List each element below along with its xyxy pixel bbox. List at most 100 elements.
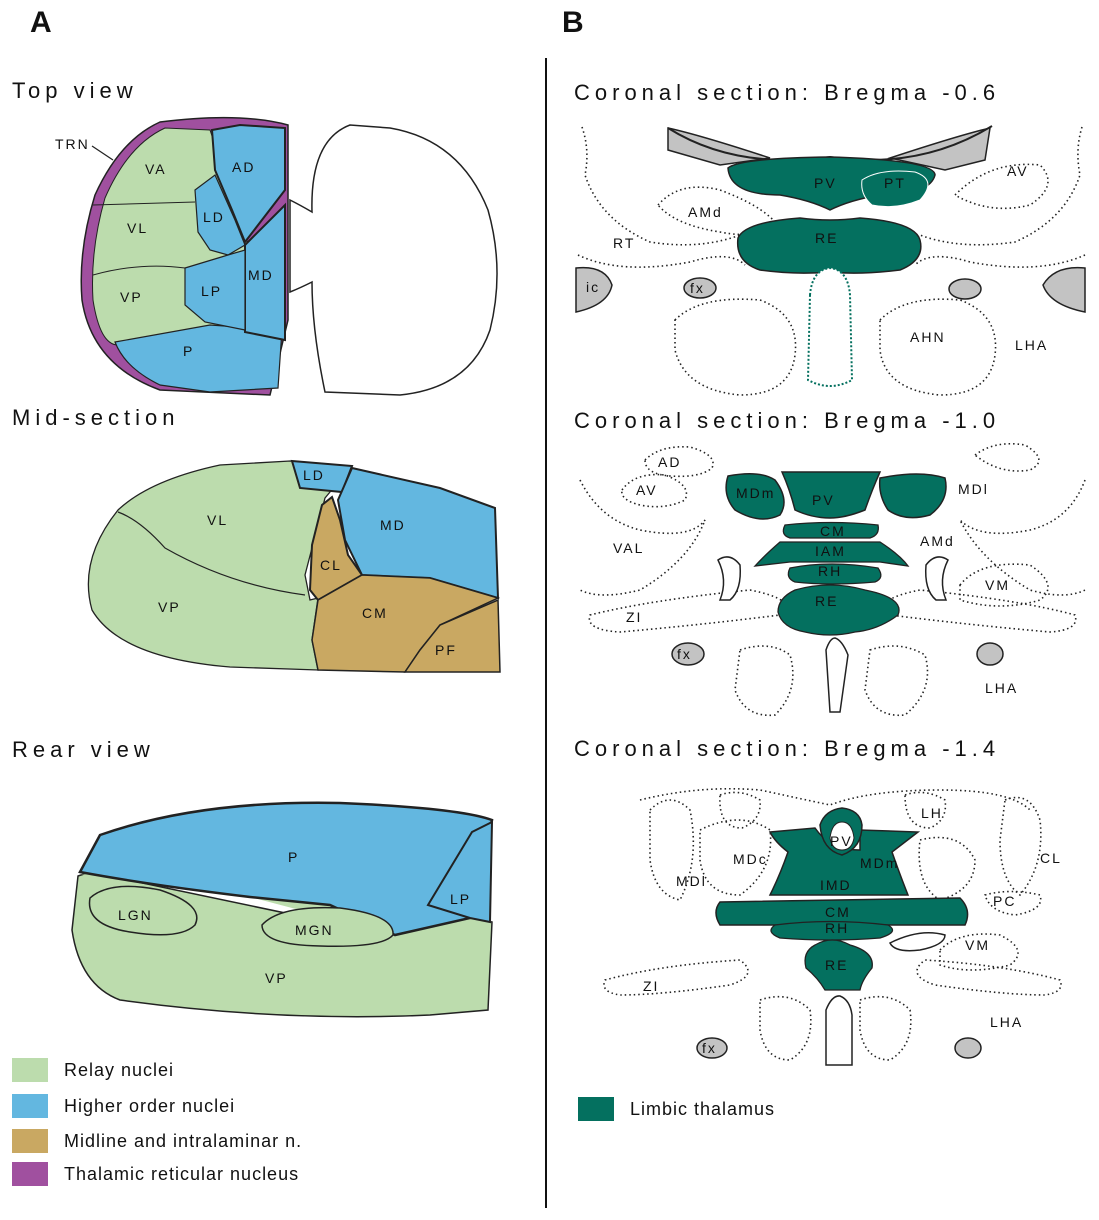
legend-trn-swatch	[12, 1162, 48, 1186]
lha-b1-label: LHA	[1015, 337, 1048, 353]
legend-midline-swatch	[12, 1129, 48, 1153]
zi-b3-outline	[604, 960, 748, 995]
legend-limbic-label: Limbic thalamus	[630, 1099, 775, 1120]
mdl-b3-label: MDl	[676, 873, 707, 889]
mdl-b2-label: MDl	[958, 481, 989, 497]
amd-b2-label: AMd	[920, 533, 955, 549]
third-ventricle-b2	[826, 638, 848, 712]
p-label: P	[183, 343, 194, 359]
vl-mid-label: VL	[207, 512, 228, 528]
vp-mid-label: VP	[158, 599, 181, 615]
pv-b3-label: PV	[830, 833, 853, 849]
vp-rear-label: VP	[265, 970, 288, 986]
re-b2-label: RE	[815, 593, 838, 609]
ahn-left-outline	[675, 299, 796, 395]
rh-b3-label: RH	[825, 920, 849, 936]
bregma-06-diagram: PV PT AV AMd RT RE ic fx AHN LHA	[576, 126, 1085, 395]
pv-b2-label: PV	[812, 492, 835, 508]
legend-midline-label: Midline and intralaminar n.	[64, 1131, 302, 1152]
md-mid-label: MD	[380, 517, 406, 533]
top-view-diagram: TRN VA AD VL LD MD VP LP P	[55, 118, 497, 395]
rear-view-diagram: P LP LGN MGN VP	[72, 803, 492, 1017]
cm-b3-label: CM	[825, 904, 851, 920]
outline-top-b3	[640, 789, 1030, 810]
cl-mid-label: CL	[320, 557, 342, 573]
cm-mid-label: CM	[362, 605, 388, 621]
fx-right-b3	[955, 1038, 981, 1058]
legend-relay-swatch	[12, 1058, 48, 1082]
ad-b2-label: AD	[658, 454, 681, 470]
legend-trn-label: Thalamic reticular nucleus	[64, 1164, 299, 1185]
third-ventricle-b1	[808, 268, 852, 386]
md-label: MD	[248, 267, 274, 283]
legend-higher-order-swatch	[12, 1094, 48, 1118]
vl-label: VL	[127, 220, 148, 236]
lp-label: LP	[201, 283, 222, 299]
ad-label: AD	[232, 159, 255, 175]
mdl-b2-region	[880, 474, 946, 518]
mid-section-diagram: LD VL MD CL VP CM PF	[88, 461, 500, 672]
vp-label: VP	[120, 289, 143, 305]
zi-right-b2-outline	[884, 590, 1075, 632]
vm-b3-label: VM	[965, 937, 990, 953]
rt-b1-label: RT	[613, 235, 635, 251]
re-b3-label: RE	[825, 957, 848, 973]
lha-left-b2-outline	[735, 646, 793, 715]
right-hemisphere	[290, 125, 497, 395]
trn-pointer	[92, 146, 113, 160]
av-right-b2-outline	[975, 444, 1039, 471]
lha-b2-label: LHA	[985, 680, 1018, 696]
av-outline	[955, 164, 1048, 208]
mgn-rear-label: MGN	[295, 922, 334, 938]
imd-b3-label: IMD	[820, 877, 852, 893]
trn-label: TRN	[55, 136, 90, 152]
zi-b2-label: ZI	[626, 609, 642, 625]
mdc-b3-label: MDc	[733, 851, 768, 867]
mdm-b2-label: MDm	[736, 485, 775, 501]
pc-b3-label: PC	[993, 893, 1016, 909]
va-label: VA	[145, 161, 167, 177]
fx-right-b1	[949, 279, 981, 299]
bregma-10-diagram: AD AV MDm PV MDl CM IAM AMd VAL RH VM RE…	[580, 444, 1085, 716]
ahn-right-outline	[880, 299, 996, 395]
zi-b2-outline	[589, 590, 785, 632]
lha-right-b2-outline	[865, 646, 928, 715]
ic-b1-label: ic	[586, 279, 600, 295]
amd-b1-label: AMd	[688, 204, 723, 220]
re-b2-region	[778, 585, 899, 635]
cl-right-b3-outline	[1000, 798, 1041, 896]
p-rear-label: P	[288, 849, 299, 865]
outline-right-b2	[960, 480, 1085, 595]
lh-left-b3-outline	[720, 792, 760, 828]
rh-b2-label: RH	[818, 563, 842, 579]
mdl-right-b3-outline	[919, 838, 975, 901]
fx-b2-label: fx	[677, 646, 692, 662]
left-hook-b2	[718, 557, 740, 600]
iam-b2-label: IAM	[815, 543, 846, 559]
fx-b3-label: fx	[702, 1040, 717, 1056]
val-b2-label: VAL	[613, 540, 644, 556]
left-ventricle-wing	[668, 128, 770, 165]
zi-b3-label: ZI	[643, 978, 659, 994]
av-b2-label: AV	[636, 482, 658, 498]
vm-hole-b3	[890, 933, 945, 951]
pf-mid-label: PF	[435, 642, 457, 658]
lh-b3-label: LH	[921, 805, 943, 821]
lgn-rear-label: LGN	[118, 907, 153, 923]
pv-b1-label: PV	[814, 175, 837, 191]
lha-right-b3-outline	[860, 997, 911, 1060]
mdm-b3-label: MDm	[860, 855, 899, 871]
legend-higher-order-label: Higher order nuclei	[64, 1096, 235, 1117]
lha-left-b3-outline	[760, 997, 811, 1060]
ld-mid-label: LD	[303, 467, 325, 483]
bregma-14-diagram: LH PV MDc MDm CL MDl IMD PC CM RH VM RE …	[604, 789, 1062, 1065]
ic-right-region	[1043, 268, 1085, 312]
cl-b3-label: CL	[1040, 850, 1062, 866]
third-ventricle-b3	[826, 996, 852, 1065]
lp-rear-label: LP	[450, 891, 471, 907]
rt-outline	[578, 255, 745, 267]
fx-right-b2	[977, 643, 1003, 665]
cm-b2-label: CM	[820, 523, 846, 539]
rt-outline-right	[915, 255, 1085, 267]
